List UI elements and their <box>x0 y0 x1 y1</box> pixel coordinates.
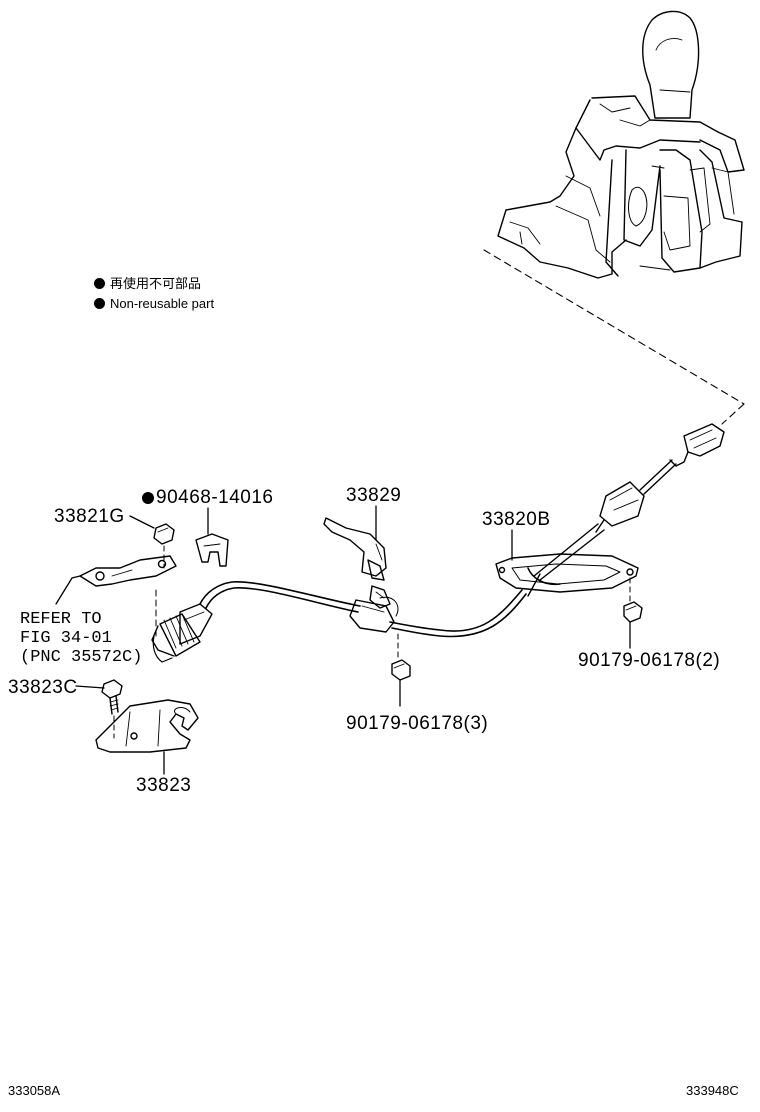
legend-jp: 再使用不可部品 <box>94 276 201 292</box>
bolt-33823c <box>101 679 123 715</box>
nut-90179-06178-2 <box>623 601 643 623</box>
shift-cable-front-end <box>533 423 725 581</box>
part-label-33823[interactable]: 33823 <box>136 775 192 796</box>
refer-line-3: (PNC 35572C) <box>20 648 143 667</box>
refer-line-2: FIG 34-01 <box>20 629 112 648</box>
part-label-90468-14016[interactable]: 90468-14016 <box>142 488 274 508</box>
legend-en: Non-reusable part <box>94 296 214 312</box>
shift-lever-assembly <box>497 10 745 279</box>
part-label-33829[interactable]: 33829 <box>346 485 402 506</box>
leader-lines <box>55 505 631 775</box>
nut-33821g <box>153 523 175 545</box>
nut-90179-06178-3 <box>391 659 411 681</box>
legend-en-text: Non-reusable part <box>110 296 215 311</box>
part-label-33823c[interactable]: 33823C <box>8 677 78 698</box>
bracket-33829 <box>323 517 387 581</box>
bracket-33823 <box>95 699 199 753</box>
non-reusable-dot-icon <box>94 298 105 309</box>
non-reusable-dot-icon <box>94 278 105 289</box>
footer-right-code: 333948C <box>686 1083 739 1098</box>
cable-bracket-33820b <box>495 553 639 597</box>
part-label-33821g[interactable]: 33821G <box>54 506 125 527</box>
clip-90468-14016 <box>195 533 229 567</box>
lever-reference-dashed-lines <box>483 249 745 425</box>
part-label-90179-06178-3[interactable]: 90179-06178(3) <box>346 713 489 734</box>
shift-cable-transmission-end <box>151 603 213 663</box>
part-label-90179-06178-2[interactable]: 90179-06178(2) <box>578 650 721 671</box>
non-reusable-dot-icon <box>142 492 154 504</box>
legend-jp-text: 再使用不可部品 <box>110 276 202 291</box>
refer-line-1: REFER TO <box>20 610 102 629</box>
part-label-33820b[interactable]: 33820B <box>482 509 551 530</box>
part-label-90468-14016-text: 90468-14016 <box>156 487 274 508</box>
shift-cable-main <box>199 581 527 638</box>
refer-note[interactable]: REFER TO FIG 34-01 (PNC 35572C) <box>20 610 142 667</box>
footer-left-code: 333058A <box>8 1083 61 1098</box>
selector-lever-plate <box>79 555 177 587</box>
